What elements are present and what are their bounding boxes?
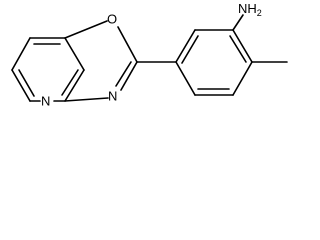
bond-c1-c2	[175, 29, 196, 63]
pyridine-ring	[11, 37, 85, 102]
pyridine-nitrogen-atom-label: N	[41, 93, 50, 108]
bond-c2-n3	[120, 61, 138, 91]
bond-c1-c2-inner	[181, 35, 199, 64]
bond-amine	[232, 14, 244, 31]
bond-c2-n3-inner	[115, 61, 132, 87]
bond-c6-c5-inner	[18, 69, 35, 97]
bond-o1-c2	[117, 26, 138, 63]
amine-group-label: NH2	[238, 1, 262, 18]
bond-c7a-top	[64, 37, 85, 71]
chemical-structure: O N N NH2	[11, 1, 288, 108]
bond-c6-c5	[11, 69, 31, 102]
oxygen-atom-label: O	[107, 11, 117, 26]
bond-c3-c4-inner	[229, 35, 247, 63]
oxazole-ring	[64, 20, 138, 102]
bond-c7a-o1	[64, 20, 108, 39]
bond-c6-c1	[175, 61, 196, 96]
benzene-ring	[175, 29, 253, 96]
oxazole-nitrogen-atom-label: N	[108, 88, 117, 103]
bond-c3a-c7a	[64, 69, 85, 102]
bond-c3a-c7a-inner	[61, 69, 79, 96]
bond-c7-c6	[11, 37, 31, 71]
bond-c3-c4	[232, 29, 253, 63]
bond-n3-c3a	[64, 97, 109, 102]
bond-c4-c5	[232, 61, 253, 96]
